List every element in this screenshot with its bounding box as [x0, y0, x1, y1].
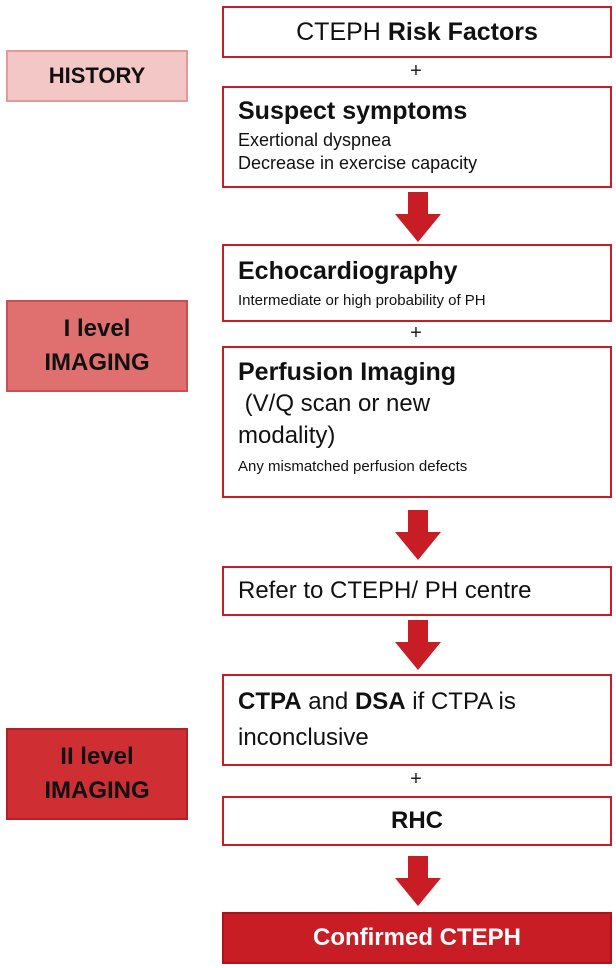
plus-connector-3: +: [410, 768, 422, 790]
second-level-label-line-1: II level: [60, 743, 134, 770]
rhc-text: RHC: [391, 807, 443, 834]
perfusion-imaging-detail: Any mismatched perfusion defects: [238, 458, 468, 475]
ctpa-bold: CTPA: [238, 688, 302, 715]
dsa-bold: DSA: [354, 688, 406, 715]
history-label-text: HISTORY: [48, 63, 146, 88]
plus-connector-1: +: [410, 60, 422, 82]
refer-centre-box: Refer to CTEPH/ PH centre: [222, 566, 612, 616]
down-arrow-icon: [395, 856, 441, 906]
second-level-imaging-label: II level IMAGING: [6, 728, 188, 820]
rhc-box: RHC: [222, 796, 612, 846]
second-level-label-line-2: IMAGING: [44, 777, 150, 804]
refer-centre-text: Refer to CTEPH/ PH centre: [238, 577, 532, 604]
perfusion-imaging-subtitle-1: (V/Q scan or new: [238, 390, 431, 417]
echocardiography-title: Echocardiography: [238, 257, 458, 285]
ctpa-if-text: if CTPA is: [405, 688, 516, 715]
perfusion-imaging-title: Perfusion Imaging: [238, 358, 457, 386]
first-level-label-line-1: I level: [63, 315, 131, 342]
risk-factors-bold: Risk Factors: [387, 17, 538, 46]
suspect-symptoms-box: Suspect symptoms Exertional dyspnea Decr…: [222, 86, 612, 188]
down-arrow-icon: [395, 620, 441, 670]
down-arrow-icon: [395, 192, 441, 242]
risk-factors-prefix: CTEPH: [296, 17, 388, 46]
plus-connector-2: +: [410, 322, 422, 344]
risk-factors-box: CTEPH Risk Factors: [222, 6, 612, 58]
confirmed-cteph-box: Confirmed CTEPH: [222, 912, 612, 964]
echocardiography-box: Echocardiography Intermediate or high pr…: [222, 244, 612, 322]
ctpa-dsa-box: CTPA and DSA if CTPA is inconclusive: [222, 674, 612, 766]
perfusion-imaging-box: Perfusion Imaging (V/Q scan or new modal…: [222, 346, 612, 498]
ctpa-and-text: and: [301, 688, 355, 715]
ctpa-dsa-line-1: CTPA and DSA if CTPA is: [238, 684, 610, 720]
suspect-symptoms-title: Suspect symptoms: [238, 97, 468, 125]
perfusion-imaging-subtitle-2: modality): [238, 422, 336, 449]
suspect-symptoms-detail-2: Decrease in exercise capacity: [238, 153, 478, 173]
ctpa-dsa-line-2: inconclusive: [238, 724, 369, 751]
first-level-label-line-2: IMAGING: [44, 349, 150, 376]
confirmed-cteph-text: Confirmed CTEPH: [312, 924, 521, 951]
echocardiography-detail: Intermediate or high probability of PH: [238, 292, 486, 309]
down-arrow-icon: [395, 510, 441, 560]
suspect-symptoms-detail-1: Exertional dyspnea: [238, 130, 392, 150]
history-label: HISTORY: [6, 50, 188, 102]
first-level-imaging-label: I level IMAGING: [6, 300, 188, 392]
